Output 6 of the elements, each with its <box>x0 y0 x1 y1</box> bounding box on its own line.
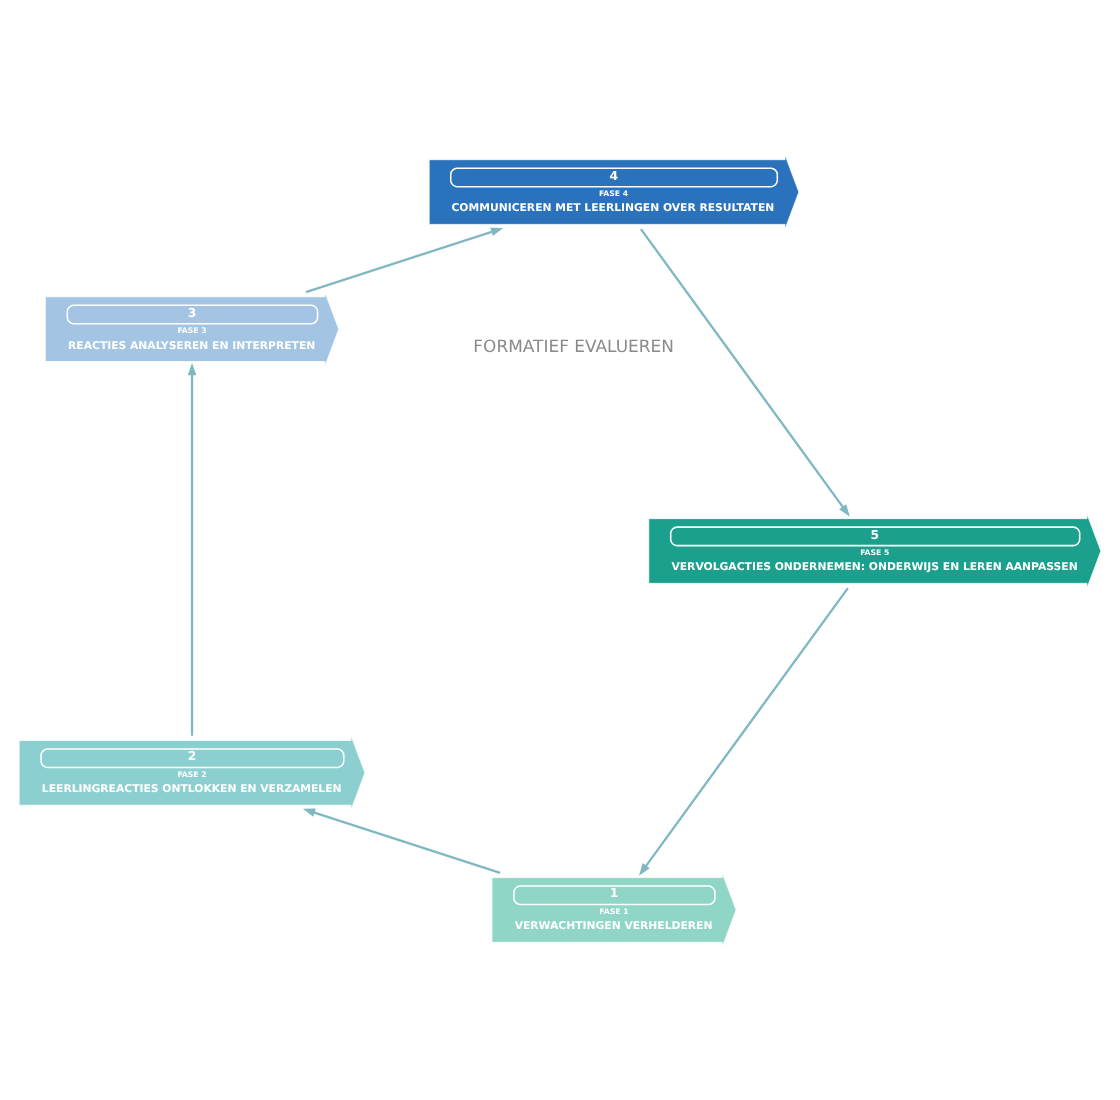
arrow <box>638 586 849 875</box>
arrow <box>187 361 197 735</box>
arrow <box>302 807 501 874</box>
arrow <box>640 227 850 516</box>
arrow <box>305 226 504 293</box>
label: FORMATIEF EVALUEREN <box>473 334 674 355</box>
